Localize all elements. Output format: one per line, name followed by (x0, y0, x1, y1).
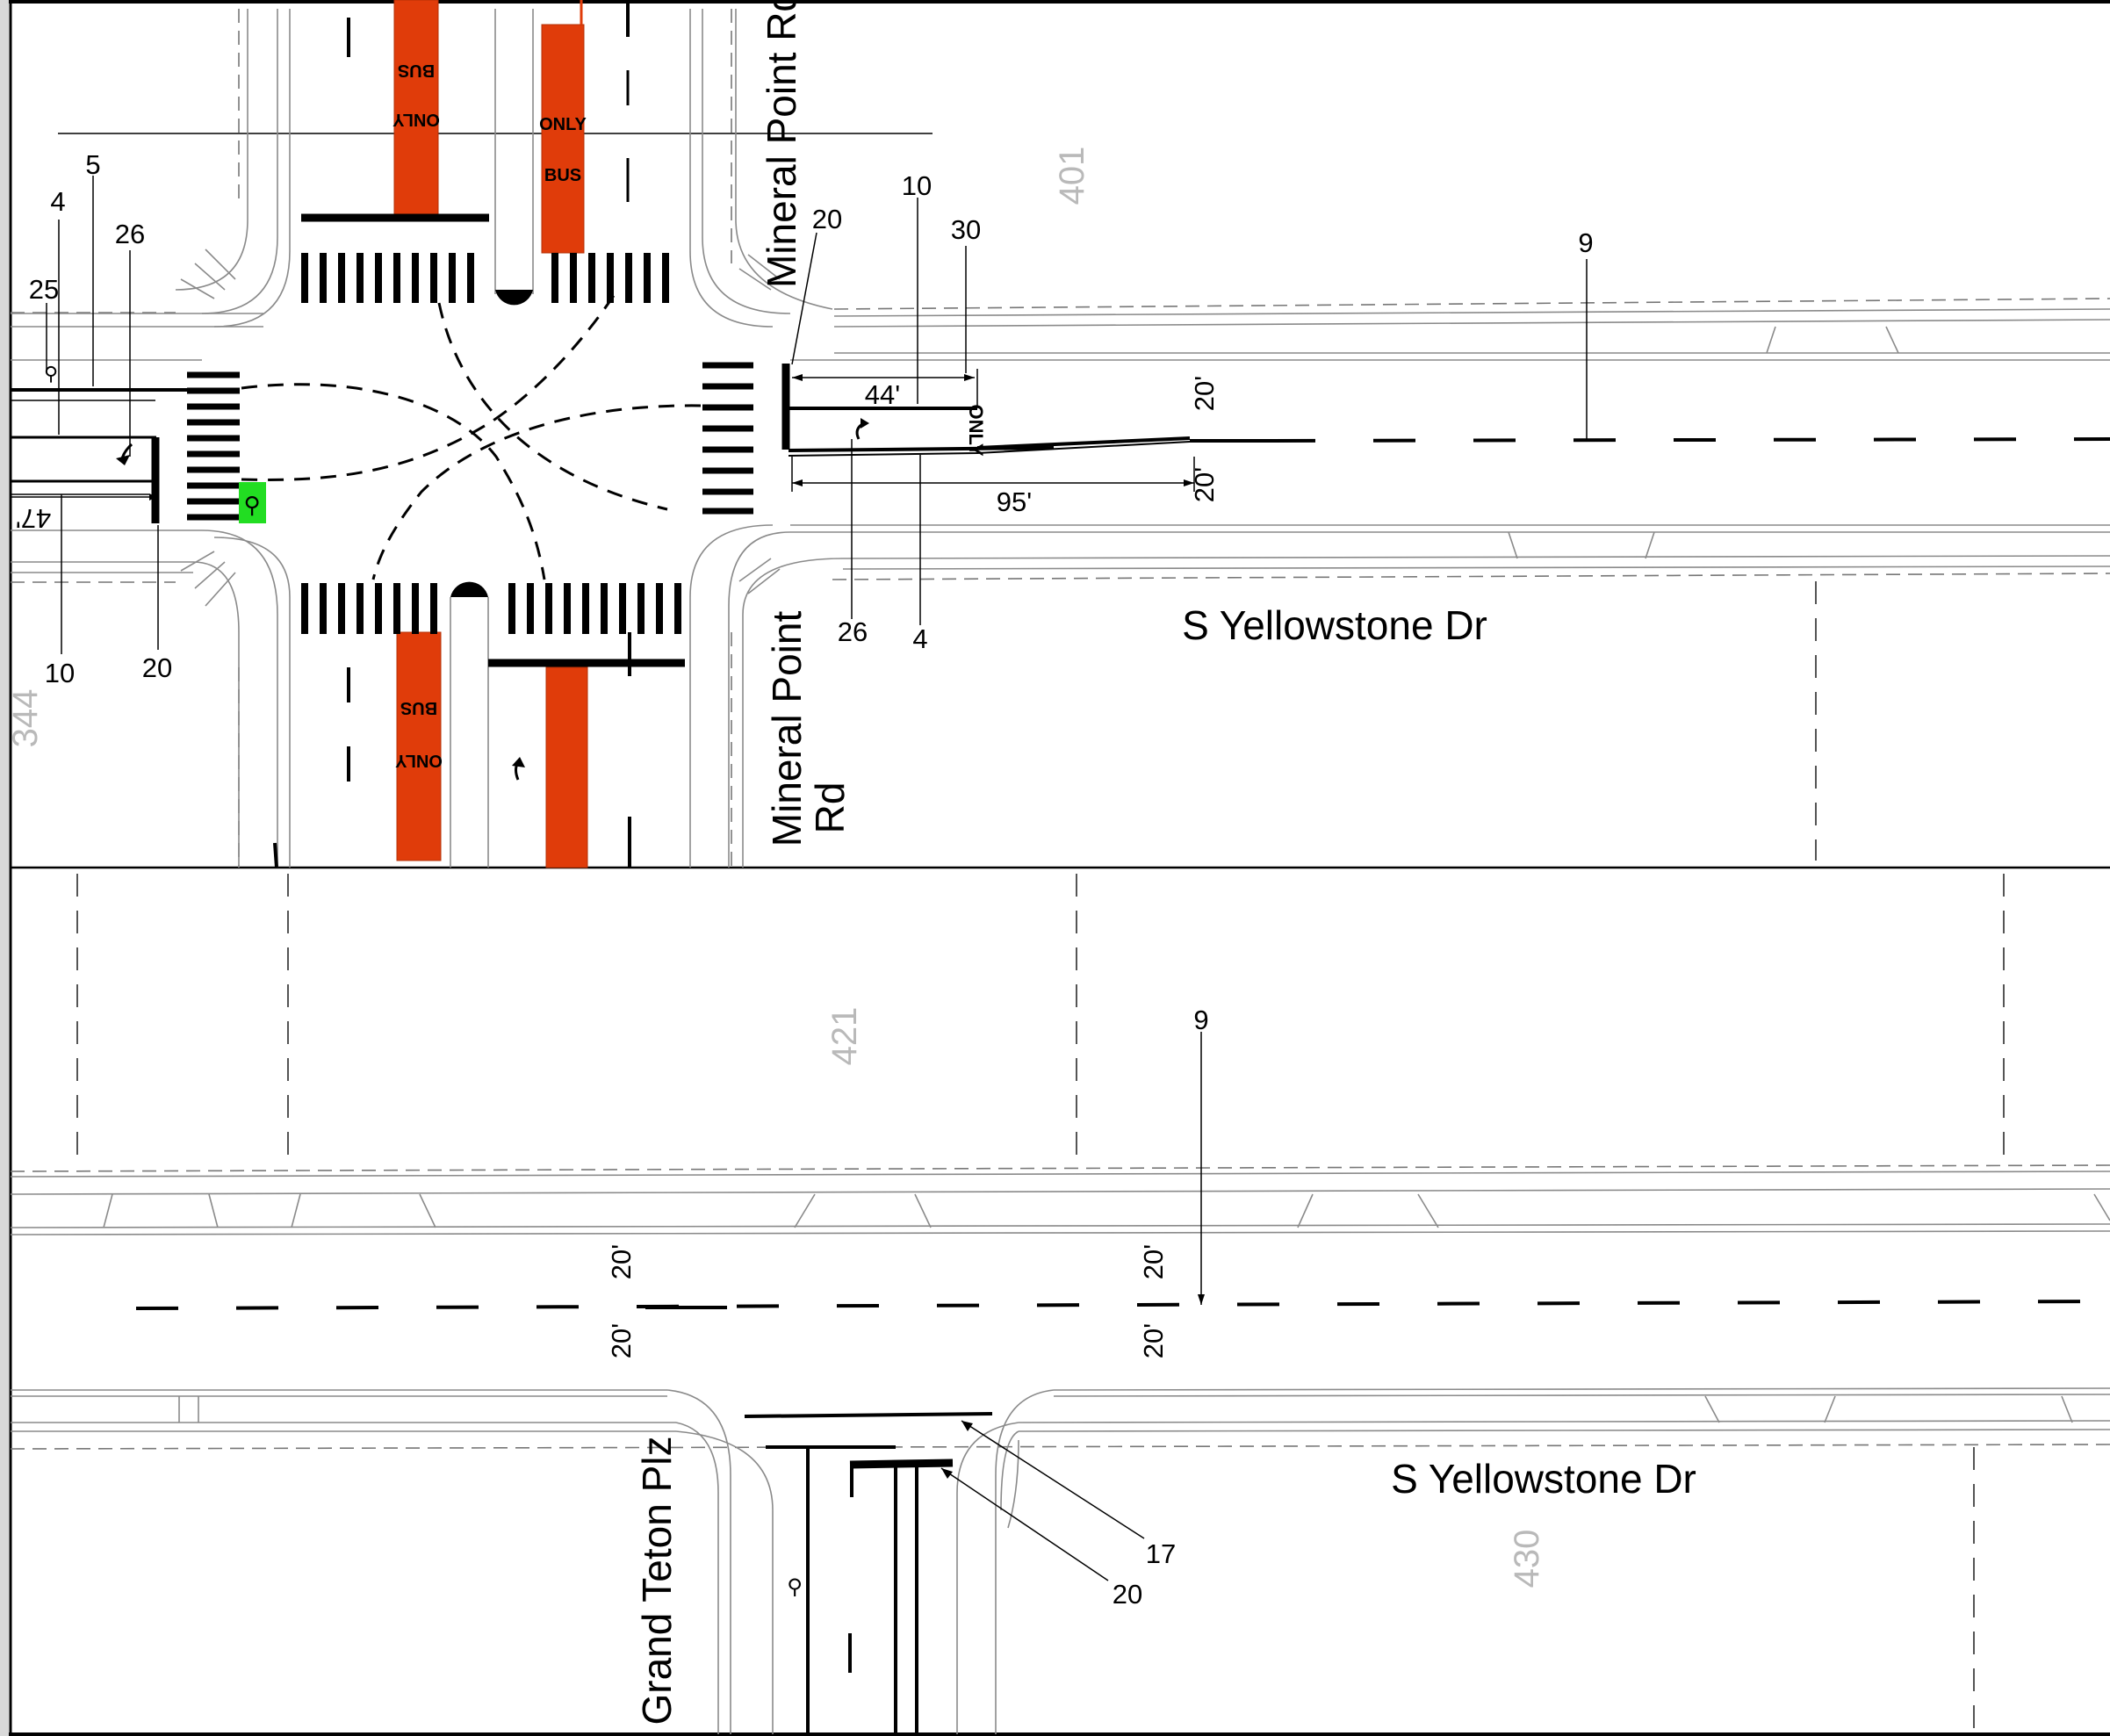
svg-text:ONLY: ONLY (539, 115, 587, 134)
street-name-grand-teton: Grand Teton Plz (634, 1436, 680, 1725)
callout-lower-9: 9 (1193, 1005, 1208, 1035)
dimension-20-lower-a-south: 20' (606, 1323, 637, 1358)
crosswalk-north (301, 253, 669, 303)
dimension-20-upper-south: 20' (1189, 467, 1220, 502)
turning-paths (241, 293, 702, 580)
callout-east-10: 10 (902, 170, 932, 201)
svg-text:BUS: BUS (544, 166, 581, 185)
parcel-number-421: 421 (825, 1007, 864, 1066)
bike-symbol-grand-teton: ⚲ (787, 1574, 803, 1599)
callout-west-5: 5 (85, 149, 100, 180)
dimension-20-upper-north: 20' (1189, 376, 1220, 411)
crosswalk-east (702, 362, 753, 515)
yellowstone-lower-panel: ⚲ 9 17 20 20' 20' 20' 20' S Yellowstone … (10, 874, 2110, 1734)
callout-east-30: 30 (951, 214, 981, 245)
svg-text:BUS: BUS (398, 61, 435, 80)
svg-text:ONLY: ONLY (394, 751, 442, 770)
bike-symbol-west: ⚲ (44, 364, 58, 385)
dimension-20-lower-b-south: 20' (1138, 1323, 1169, 1358)
median-nose-north (495, 290, 533, 306)
turn-only-marking: ONLY (965, 404, 987, 456)
bike-box (239, 482, 266, 523)
callout-west-10: 10 (45, 658, 75, 688)
callout-west-20: 20 (142, 652, 172, 683)
median-nose-south (450, 581, 488, 597)
dimension-20-lower-b-north: 20' (1138, 1244, 1169, 1279)
parcel-number-344: 344 (6, 689, 45, 748)
stop-bar-grand-teton-inbound (849, 1459, 954, 1469)
bus-only-markings-south: BUS ONLY (394, 698, 442, 770)
street-name-yellowstone-upper: S Yellowstone Dr (1182, 602, 1487, 648)
callout-lower-17: 17 (1146, 1538, 1176, 1569)
dimension-47: 47' (16, 503, 51, 534)
dimension-44: 44' (865, 379, 900, 410)
bus-lane-north-northbound (541, 24, 585, 254)
intersection-panel: ⚲ ⚲ ONLY BUS (6, 0, 2110, 868)
callout-west-25: 25 (29, 274, 59, 305)
dimension-20-lower-a-north: 20' (606, 1244, 637, 1279)
street-name-yellowstone-lower: S Yellowstone Dr (1391, 1456, 1696, 1502)
bus-lane-south-northbound (545, 666, 588, 868)
callout-east-4: 4 (912, 623, 927, 654)
svg-text:BUS: BUS (400, 698, 437, 717)
callout-leaders (46, 176, 1588, 654)
dimension-95: 95' (997, 486, 1032, 517)
street-name-mineral-point-north: Mineral Point Rd (759, 0, 804, 288)
crosswalk-south (301, 583, 681, 634)
bus-lane-south-southbound (396, 631, 442, 861)
svg-text:ONLY: ONLY (392, 110, 439, 129)
parcel-number-430: 430 (1508, 1530, 1546, 1588)
callout-east-9: 9 (1578, 227, 1593, 258)
callout-east-20: 20 (812, 204, 842, 234)
stop-bar-grand-teton (744, 1412, 993, 1418)
callout-west-26: 26 (115, 219, 145, 249)
centerline-yellowstone-upper (1272, 437, 2110, 443)
bus-lane-north-southbound (393, 0, 439, 216)
street-name-mineral-point-south-1: Mineral Point (764, 611, 810, 847)
bus-only-markings-north: BUS ONLY ONLY BUS (392, 61, 587, 185)
callout-east-26: 26 (838, 616, 868, 647)
dimension-lines-east (11, 369, 1195, 495)
parcel-number-401: 401 (1053, 147, 1091, 205)
callout-lower-20: 20 (1113, 1579, 1142, 1610)
bike-symbol-bike-box: ⚲ (243, 493, 260, 519)
crosswalk-west (187, 371, 240, 521)
centerline-yellowstone-lower (135, 1300, 2110, 1310)
callout-west-4: 4 (50, 186, 65, 217)
street-name-mineral-point-south-2: Rd (807, 782, 853, 834)
